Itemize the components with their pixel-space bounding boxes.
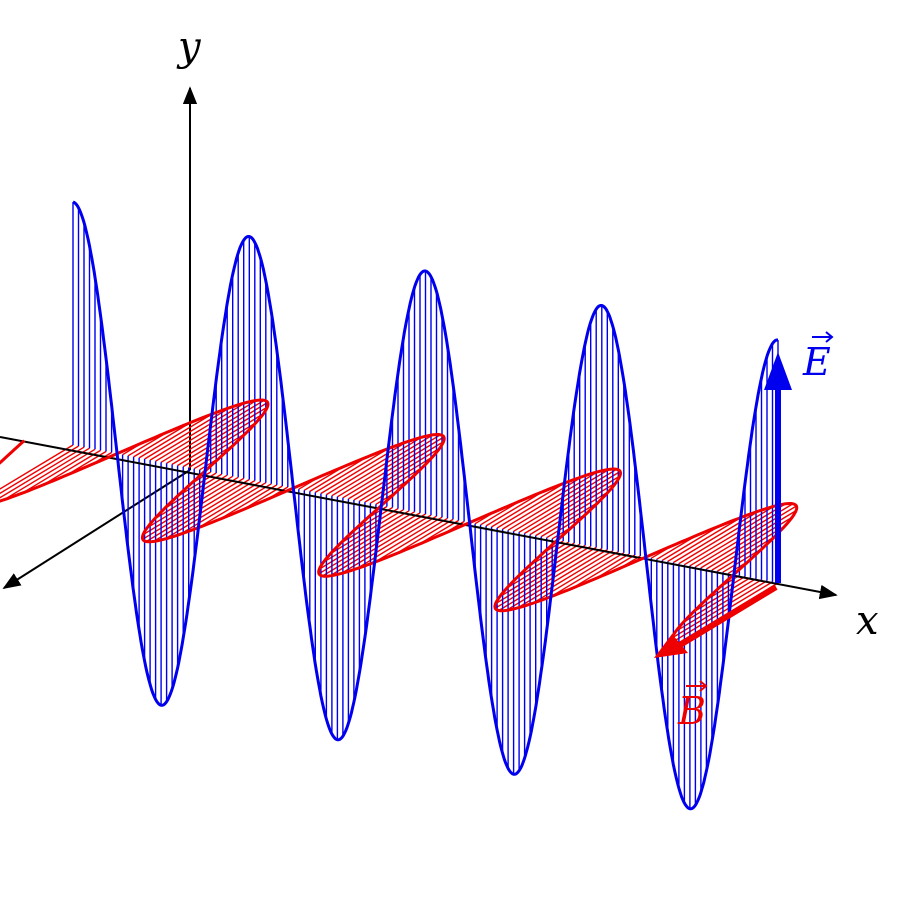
b-field-hatch-line [171, 406, 268, 465]
magnetic-field-curve [0, 398, 799, 647]
b-vector [654, 584, 778, 658]
b-field-hatch-line [166, 401, 269, 464]
b-field-hatch-line [133, 421, 192, 458]
b-field-hatch-line [164, 473, 223, 510]
b-field-hatch-line [331, 434, 434, 497]
b-field-hatch-line [142, 476, 239, 536]
b-label-arrow-mark [686, 680, 708, 692]
b-field-hatch-line [505, 549, 608, 611]
b-field-hatch-line [329, 514, 432, 577]
b-field-hatch-line [341, 515, 437, 574]
b-field-hatch-line [318, 511, 415, 570]
y-axis-label: y [176, 24, 202, 70]
e-vector-label: E [802, 331, 834, 384]
b-field-hatch-line [340, 508, 399, 544]
b-field-hatch-line [517, 550, 614, 609]
z-axis [2, 469, 191, 589]
b-field-hatch-line [671, 581, 773, 644]
x-axis-label: x [856, 598, 879, 644]
b-field-hatch-line [717, 536, 775, 572]
b-field-hatch-line [337, 434, 441, 498]
b-field-hatch-line [309, 456, 368, 492]
b-field-hatch-line [540, 501, 599, 538]
b-field-hatch-line [348, 441, 444, 500]
electric-field-curve [72, 200, 778, 811]
b-field-hatch-line [485, 490, 544, 527]
b-field-hatch-line [149, 402, 246, 461]
b-field-hatch-line [342, 436, 445, 499]
b-field-hatch-line [678, 505, 775, 565]
axes-back [2, 86, 198, 589]
b-field-hatch-line [322, 513, 426, 577]
b-field-hatch-line [42, 449, 101, 486]
b-field-hatch-line [661, 525, 720, 561]
b-field-hatch-line [21, 448, 96, 494]
b-vector-shaft [678, 584, 778, 648]
b-field-hatch-line [3, 447, 90, 501]
b-field-hatch-line [155, 399, 257, 462]
b-field-hatch-line [0, 445, 79, 495]
b-field-hatch-line [188, 432, 247, 469]
b-field-hatch-line [160, 399, 265, 463]
b-field-hatch-line [516, 542, 575, 579]
b-field-hatch-line [314, 447, 389, 494]
b-field-hatch-line [692, 577, 751, 613]
e-label-text: E [802, 340, 831, 384]
b-vector-label: B [677, 680, 708, 733]
b-field-hatch-line [571, 553, 630, 589]
b-field-hatch-line [495, 545, 592, 605]
b-field-hatch-line [507, 468, 610, 531]
b-field-hatch-line [682, 578, 757, 624]
e-vector-head [764, 352, 792, 390]
b-field-hatch-line [524, 475, 621, 534]
b-field-hatch-line [498, 547, 603, 612]
e-label-arrow-mark [812, 331, 834, 343]
b-field-hatch-line [219, 484, 278, 520]
b-field-hatch-line [684, 503, 786, 566]
b-field-hatch-line [494, 546, 597, 609]
b-field-hatch-line [364, 467, 423, 503]
b-field-hatch-line [198, 483, 272, 529]
b-field-hatch-line [318, 512, 421, 575]
b-field-hatch-line [513, 468, 617, 532]
b-field-hatch-line [550, 552, 625, 598]
b-field-hatch-line [671, 580, 768, 639]
b-field-hatch-line [0, 446, 85, 499]
b-field-hatch-line [395, 518, 454, 555]
b-field-hatch-line [142, 477, 245, 540]
b-field-hatch-line [374, 517, 448, 563]
electric-field-hatching [72, 202, 779, 809]
b-field-hatch-line [491, 482, 565, 528]
b-field-hatch-line [518, 470, 621, 533]
b-field-hatch-line [502, 471, 599, 530]
x-axis [0, 436, 838, 600]
b-field-hatch-line [138, 413, 213, 459]
b-field-hatch-line [667, 516, 742, 563]
b-field-hatch-line [0, 444, 74, 490]
b-field-hatch-line [326, 436, 422, 496]
b-label-text: B [677, 689, 706, 733]
e-vector [764, 352, 792, 583]
b-field-hatch-line [164, 481, 261, 540]
b-vector-head [654, 634, 688, 658]
b-field-hatch-line [153, 480, 256, 542]
b-field-hatch-line [145, 478, 250, 543]
